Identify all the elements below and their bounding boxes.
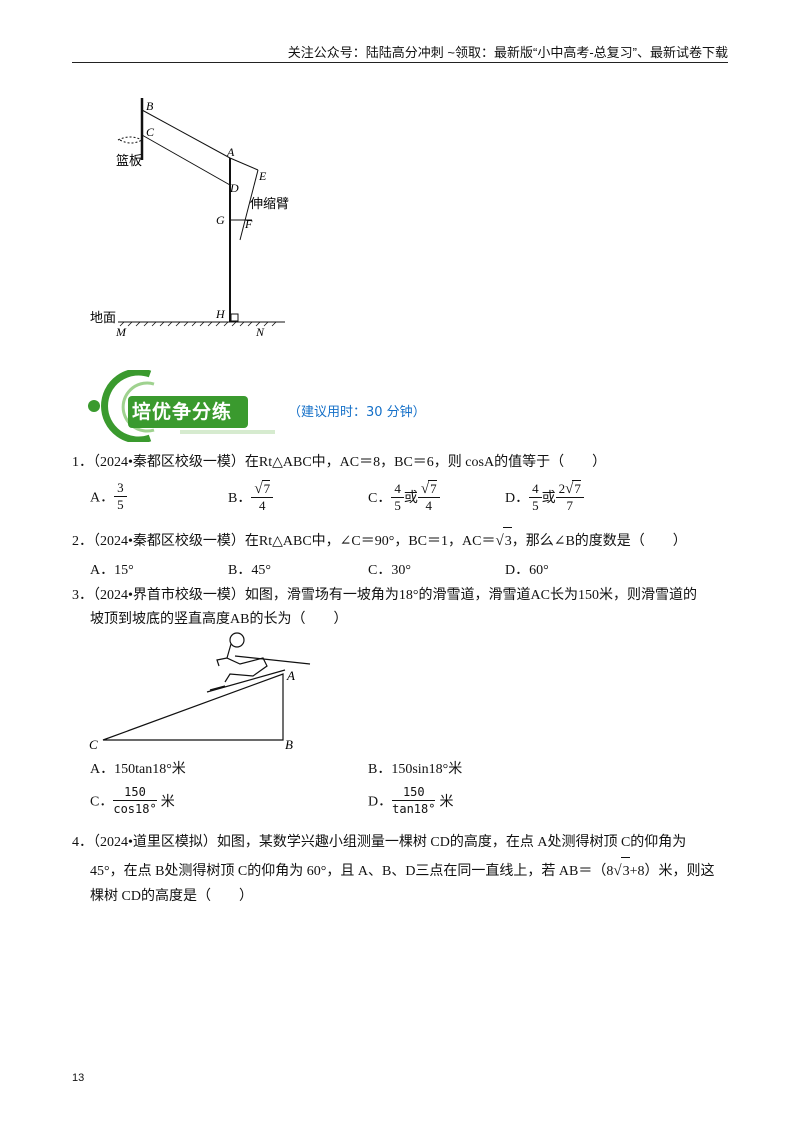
slope-label-c: C — [89, 737, 98, 752]
arm-label: 伸缩臂 — [250, 196, 289, 211]
section-banner-graphic — [88, 370, 275, 442]
ski-slope-figure: A B C — [89, 632, 311, 752]
question-1-stem: 1．（2024•秦都区校级一模）在Rt△ABC中，AC＝8，BC＝6，则 cos… — [72, 455, 607, 470]
q3-option-b: B．150sin18°米 — [368, 762, 463, 777]
label-c: C — [146, 125, 155, 139]
q2-option-c: C．30° — [368, 563, 411, 578]
section-subtitle: （建议用时：30 分钟） — [288, 405, 426, 420]
label-f: F — [244, 217, 253, 231]
page-header: 关注公众号：陆陆高分冲刺 ~领取：最新版“小中高考-总复习”、最新试卷下载 — [287, 45, 728, 60]
section-title: 培优争分练 — [132, 401, 233, 423]
label-g: G — [216, 213, 225, 227]
question-3-line-2: 坡顶到坡底的竖直高度AB的长为（ ） — [90, 612, 348, 627]
label-m: M — [115, 325, 127, 339]
basketball-hoop-figure: B C A D E G F H M N 篮板 伸缩臂 地面 — [90, 98, 289, 339]
label-e: E — [258, 169, 267, 183]
board-label: 篮板 — [116, 153, 142, 168]
slope-label-a: A — [286, 668, 295, 683]
q3-option-a: A．150tan18°米 — [90, 762, 186, 777]
label-n: N — [255, 325, 265, 339]
question-4-line-2: 45°，在点 B处测得树顶 C的仰角为 60°，且 A、B、D三点在同一直线上，… — [90, 857, 715, 885]
q2-option-a: A．15° — [90, 563, 134, 578]
question-3-line-1: 3．（2024•界首市校级一模）如图，滑雪场有一坡角为18°的滑雪道，滑雪道AC… — [72, 588, 697, 603]
label-d: D — [229, 181, 239, 195]
question-4-line-3: 棵树 CD的高度是（ ） — [90, 889, 253, 904]
q2-option-d: D．60° — [505, 563, 549, 578]
question-4-line-1: 4．（2024•道里区模拟）如图，某数学兴趣小组测量一棵树 CD的高度，在点 A… — [72, 835, 687, 850]
q2-option-b: B．45° — [228, 563, 271, 578]
ground-label: 地面 — [90, 310, 116, 325]
slope-label-b: B — [285, 737, 293, 752]
page-number: 13 — [72, 1072, 85, 1084]
label-b: B — [146, 99, 154, 113]
label-h: H — [215, 307, 226, 321]
header-divider — [72, 62, 728, 63]
question-2-stem: 2．（2024•秦都区校级一模）在Rt△ABC中，∠C＝90°，BC＝1，AC＝… — [72, 527, 687, 555]
label-a: A — [226, 145, 235, 159]
